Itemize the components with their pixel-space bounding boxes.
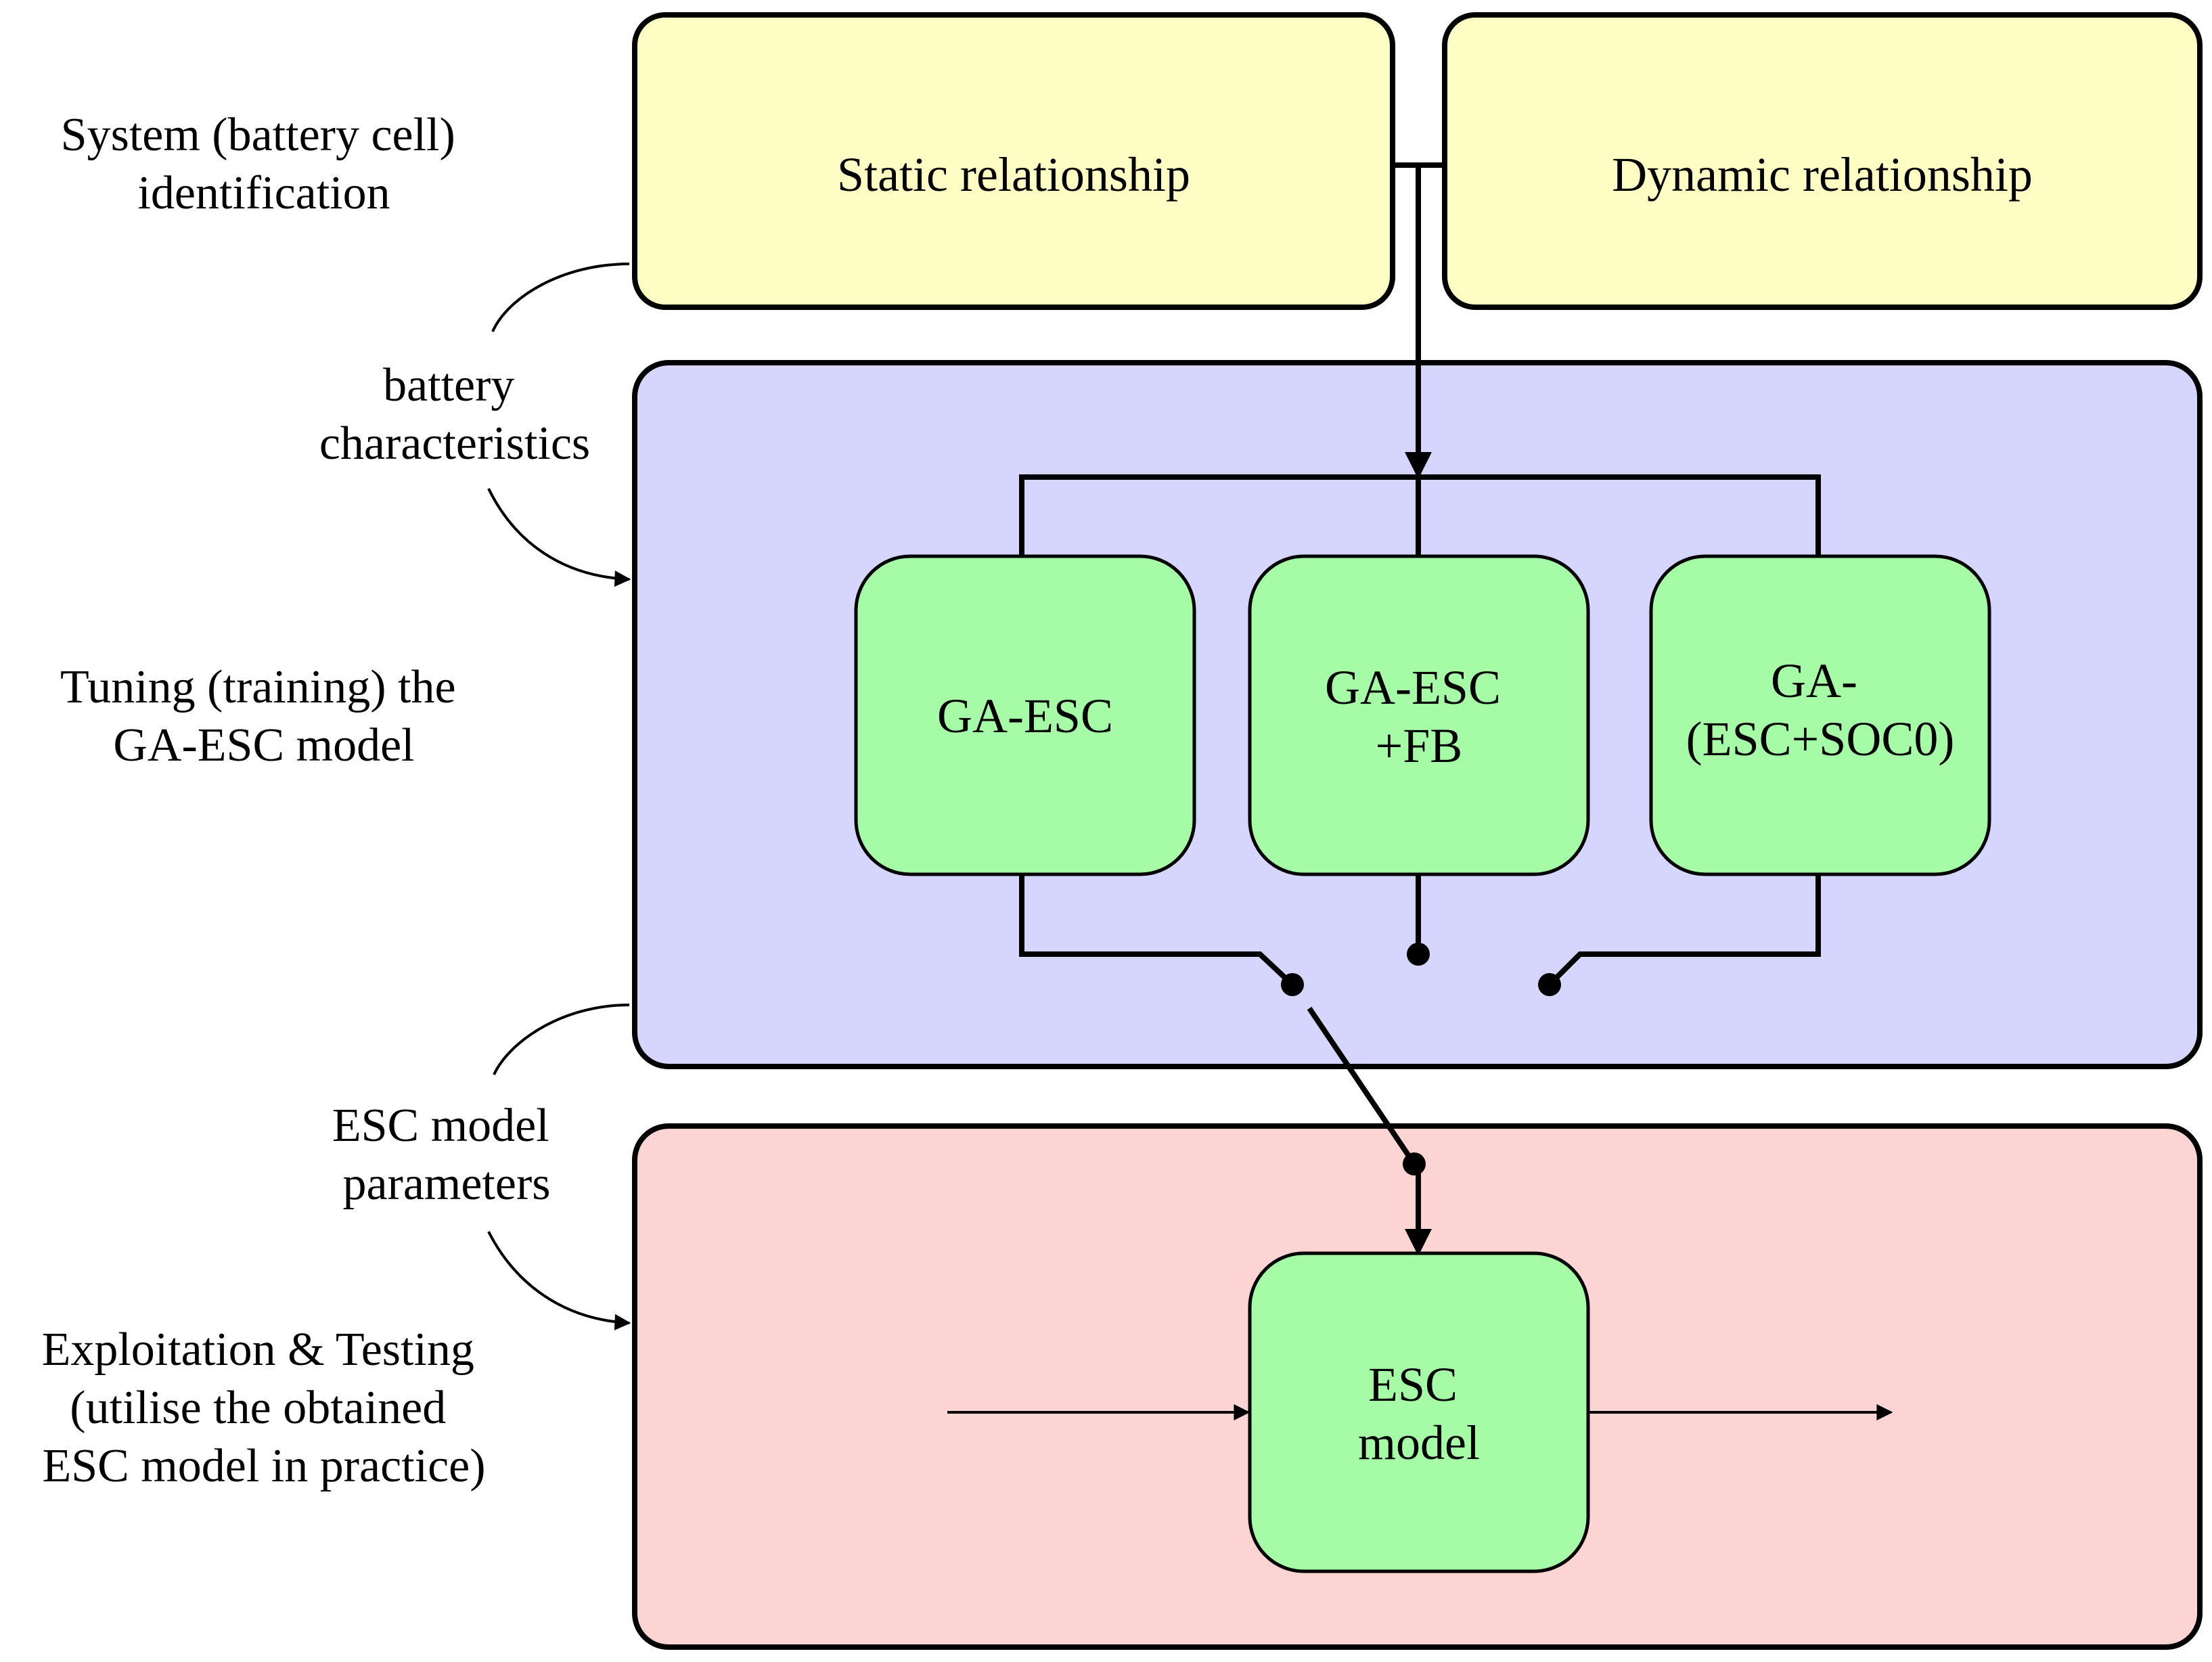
tuning-stage-label: Tuning (training) the GA-ESC model (60, 661, 468, 771)
dynamic-relationship-box (1442, 12, 2203, 310)
ga-esc-soc0-label-line-2: (ESC+SOC0) (1686, 712, 1955, 766)
ga-esc-soc0-label-line-1: GA- (1771, 654, 1857, 708)
tuning-model-ga-esc-fb: GA-ESC +FB (1248, 554, 1590, 876)
selector-switch-arm (1307, 1006, 1417, 1166)
battery-characteristics-line-1: battery (383, 359, 514, 411)
esc-model-parameters-line-2: parameters (342, 1158, 550, 1210)
battery-characteristics-label: battery characteristics (319, 359, 590, 470)
tuning-model-ga-esc: GA-ESC (854, 554, 1196, 876)
switch-contact-ga-esc-soc0 (1538, 973, 1561, 996)
esc-model-label-line-2: model (1358, 1416, 1480, 1470)
ga-esc-label: GA-ESC (937, 689, 1113, 743)
exploitation-label-line-1: Exploitation & Testing (42, 1324, 474, 1376)
static-relationship-label: Static relationship (837, 148, 1190, 202)
switch-contact-ga-esc-fb (1407, 943, 1430, 966)
ga-esc-soc0-output-line (1548, 874, 1821, 987)
esc-model-parameters-label: ESC model parameters (332, 1100, 561, 1210)
ga-esc-fb-label-line-2: +FB (1376, 719, 1463, 773)
ga-esc-box (854, 554, 1196, 876)
ga-esc-output-line (1019, 874, 1294, 987)
ga-esc-fb-box (1248, 554, 1590, 876)
dynamic-relationship-label: Dynamic relationship (1612, 148, 2033, 202)
ga-esc-label-line-1: GA-ESC (937, 689, 1113, 743)
tuning-label-line-1: Tuning (training) the (60, 661, 456, 713)
esc-model-parameters-line-1: ESC model (332, 1100, 549, 1152)
exploitation-label-line-2: (utilise the obtained (70, 1382, 446, 1434)
exploitation-stage-label: Exploitation & Testing (utilise the obta… (42, 1324, 487, 1492)
ga-esc-soc0-label: GA- (ESC+SOC0) (1686, 654, 1955, 766)
esc-model-label-line-1: ESC (1368, 1357, 1458, 1412)
tuning-label-line-2: GA-ESC model (113, 719, 414, 771)
ga-esc-fb-label-line-1: GA-ESC (1325, 660, 1501, 715)
identification-to-characteristics-curve (491, 263, 630, 332)
esc-model-block: ESC model (1248, 1251, 1590, 1573)
parameters-to-exploitation-curve (487, 1231, 631, 1330)
identification-label-line-1: System (battery cell) (61, 109, 455, 161)
tuning-model-ga-esc-soc0: GA- (ESC+SOC0) (1649, 554, 1991, 876)
identification-stage-label: System (battery cell) identification (61, 109, 468, 219)
characteristics-to-tuning-curve (487, 488, 631, 587)
exploitation-label-line-3: ESC model in practice) (42, 1440, 485, 1492)
tuning-to-parameters-curve (493, 1004, 630, 1075)
esc-model-box (1248, 1251, 1590, 1573)
battery-characteristics-line-2: characteristics (319, 418, 590, 470)
static-relationship-box (632, 12, 1395, 310)
esc-model-label: ESC model (1358, 1357, 1480, 1470)
switch-pivot (1403, 1152, 1426, 1175)
identification-label-line-2: identification (137, 167, 390, 219)
ga-esc-fb-label: GA-ESC +FB (1325, 660, 1513, 773)
switch-contact-ga-esc (1281, 973, 1304, 996)
